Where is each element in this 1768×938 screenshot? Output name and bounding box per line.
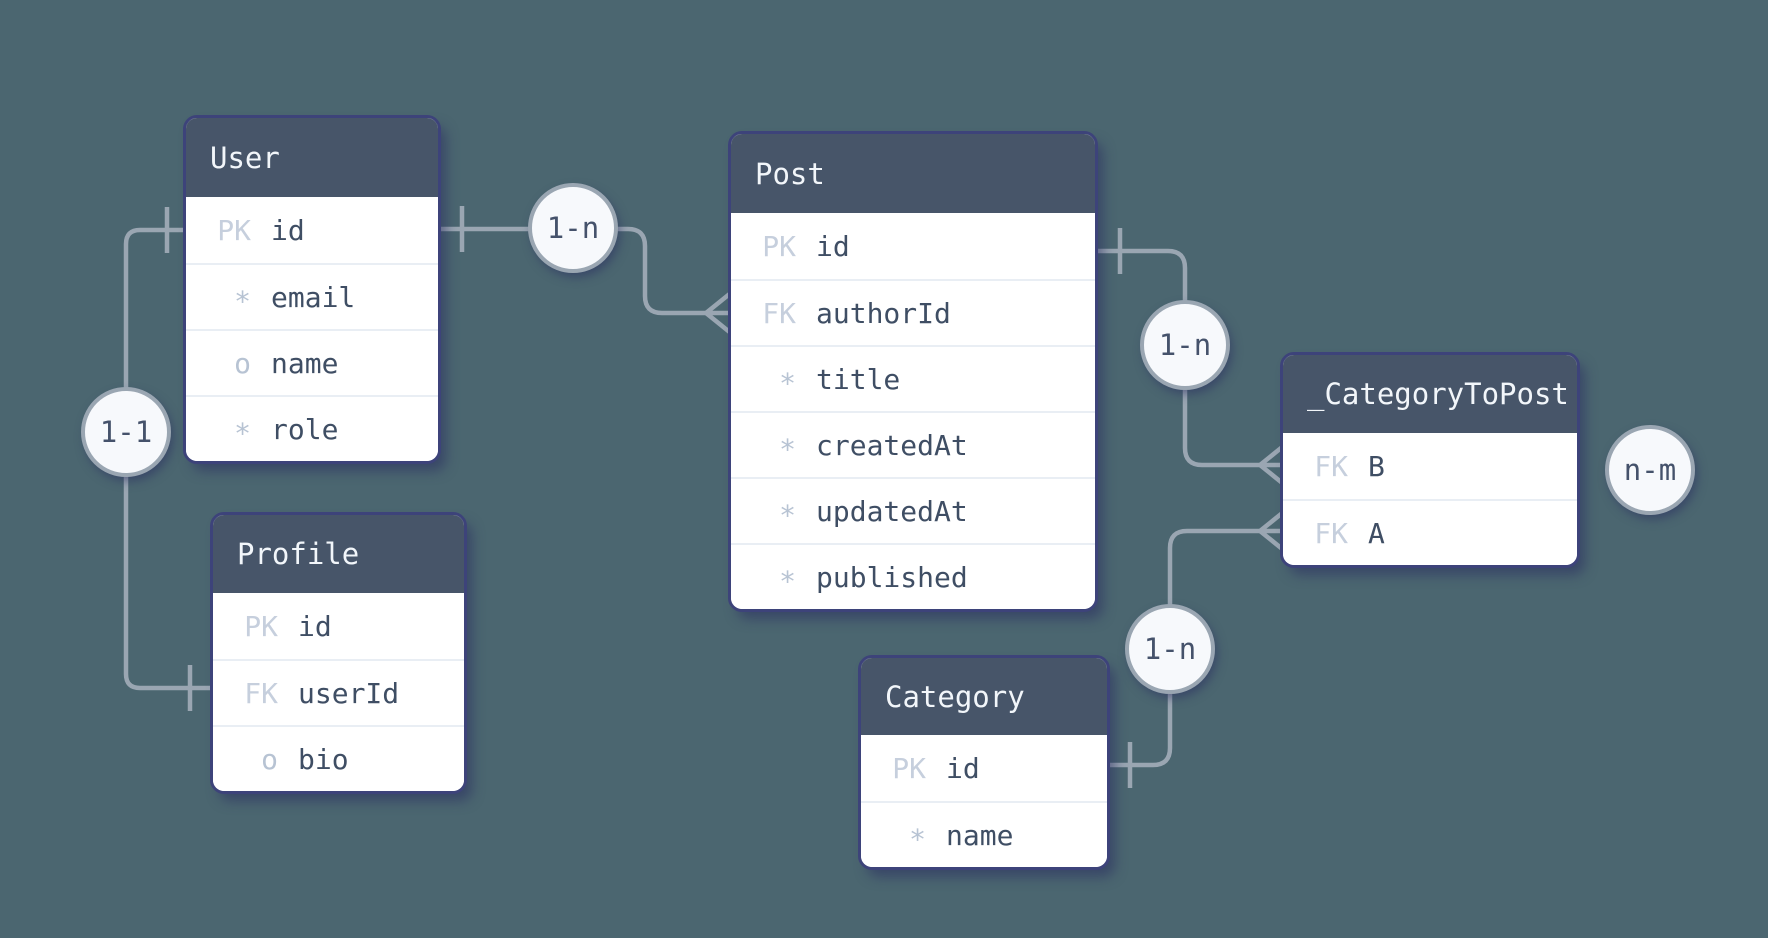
entity-title: Post <box>755 156 825 191</box>
field-row: * name <box>861 801 1107 867</box>
primary-key-label: PK <box>892 751 926 785</box>
foreign-key-label: FK <box>1314 516 1348 550</box>
entity-title: _CategoryToPost <box>1307 377 1569 411</box>
primary-key-label: PK <box>217 213 251 247</box>
required-marker: * <box>779 432 796 466</box>
cardinality-badge: 1-n <box>1125 604 1215 694</box>
field-name: published <box>816 560 968 594</box>
cardinality-badge-text: 1-n <box>546 211 600 245</box>
field-row: * title <box>731 345 1095 411</box>
entity-title: User <box>210 140 280 175</box>
field-name: id <box>271 213 305 247</box>
field-row: FK authorId <box>731 279 1095 345</box>
entity-title: Category <box>885 679 1025 714</box>
field-name: userId <box>298 676 400 710</box>
field-name: authorId <box>816 296 951 330</box>
field-row: PK id <box>861 735 1107 801</box>
foreign-key-label: FK <box>762 296 796 330</box>
field-row: * updatedAt <box>731 477 1095 543</box>
foreign-key-label: FK <box>1314 449 1348 483</box>
cardinality-badge-text: 1-1 <box>99 415 153 449</box>
many-crowfoot-marker <box>704 290 734 336</box>
field-row: * createdAt <box>731 411 1095 477</box>
required-marker: * <box>779 498 796 532</box>
field-name: role <box>271 412 339 446</box>
field-name: bio <box>298 742 349 776</box>
primary-key-label: PK <box>762 229 796 263</box>
field-row: PK id <box>213 593 464 659</box>
cardinality-badge: n-m <box>1605 425 1695 515</box>
field-name: name <box>271 346 339 380</box>
field-row: PK id <box>186 197 438 263</box>
entity-title: Profile <box>237 537 360 571</box>
cardinality-badge-text: 1-n <box>1158 328 1212 362</box>
field-name: name <box>946 818 1014 852</box>
field-name: A <box>1368 516 1385 550</box>
cardinality-badge: 1-n <box>1140 300 1230 390</box>
required-marker: * <box>234 284 251 318</box>
field-row: * email <box>186 263 438 329</box>
field-row: FK A <box>1283 499 1577 565</box>
field-row: FK userId <box>213 659 464 725</box>
entity-header: _CategoryToPost <box>1283 355 1577 433</box>
entity-header: Post <box>731 134 1095 213</box>
entity-header: Category <box>861 658 1107 735</box>
required-marker: * <box>779 366 796 400</box>
required-marker: * <box>779 564 796 598</box>
field-name: updatedAt <box>816 494 968 528</box>
entity-header: Profile <box>213 515 464 593</box>
primary-key-label: PK <box>244 609 278 643</box>
foreign-key-label: FK <box>244 676 278 710</box>
field-row: * role <box>186 395 438 461</box>
field-name: id <box>816 229 850 263</box>
field-row: FK B <box>1283 433 1577 499</box>
field-name: id <box>298 609 332 643</box>
optional-marker: o <box>261 742 278 776</box>
connector-path <box>441 226 706 316</box>
cardinality-badge: 1-1 <box>81 387 171 477</box>
field-row: PK id <box>731 213 1095 279</box>
optional-marker: o <box>234 346 251 380</box>
cardinality-badge: 1-n <box>528 183 618 273</box>
cardinality-badge-text: n-m <box>1623 453 1677 487</box>
cardinality-badge-text: 1-n <box>1143 632 1197 666</box>
field-name: createdAt <box>816 428 968 462</box>
required-marker: * <box>234 416 251 450</box>
entity-header: User <box>186 118 438 197</box>
field-name: B <box>1368 449 1385 483</box>
field-name: title <box>816 362 901 396</box>
field-row: * published <box>731 543 1095 609</box>
required-marker: * <box>909 822 926 856</box>
field-name: email <box>271 280 356 314</box>
field-name: id <box>946 751 980 785</box>
